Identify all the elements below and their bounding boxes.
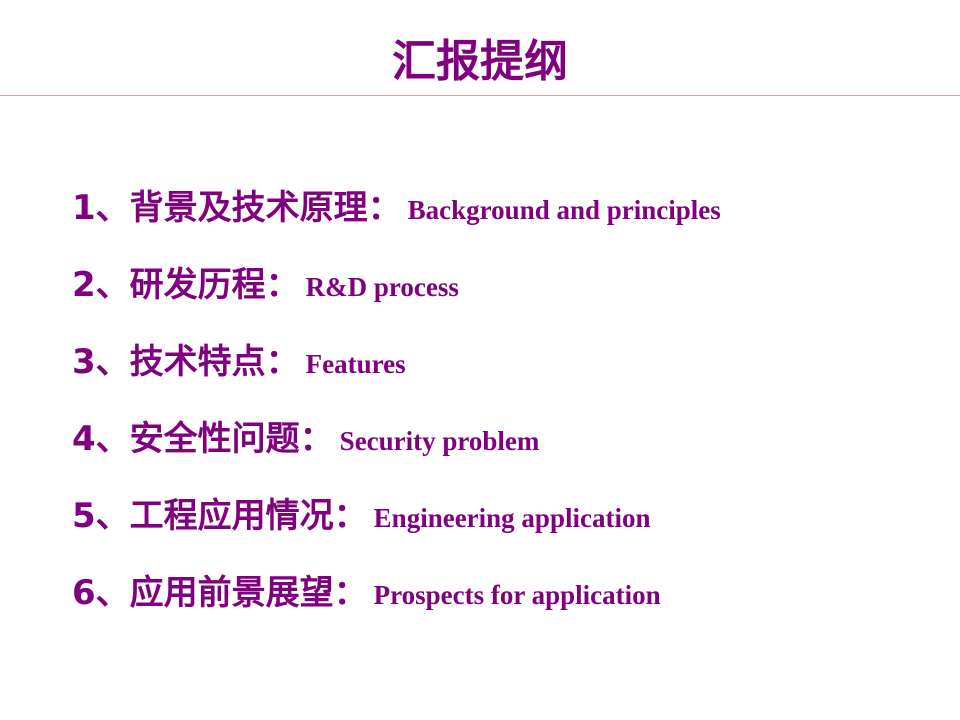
item-number: 5、 bbox=[72, 496, 130, 536]
item-number: 1、 bbox=[72, 188, 130, 228]
outline-item: 2、 研发历程： R&D process bbox=[72, 257, 721, 334]
outline-item: 5、 工程应用情况： Engineering application bbox=[72, 488, 721, 565]
outline-item: 6、 应用前景展望： Prospects for application bbox=[72, 565, 721, 642]
item-english-label: Background and principles bbox=[407, 195, 721, 225]
item-chinese-label: 研发历程： bbox=[129, 265, 300, 305]
item-english-label: Features bbox=[305, 349, 406, 379]
item-english-label: Prospects for application bbox=[373, 580, 661, 610]
item-number: 4、 bbox=[72, 419, 130, 459]
item-chinese-label: 工程应用情况： bbox=[129, 496, 368, 536]
title-divider bbox=[0, 95, 960, 96]
slide-title: 汇报提纲 bbox=[392, 36, 568, 87]
item-number: 2、 bbox=[72, 265, 130, 305]
item-chinese-label: 安全性问题： bbox=[129, 419, 334, 459]
item-chinese-label: 技术特点： bbox=[129, 342, 300, 382]
item-english-label: Engineering application bbox=[373, 503, 651, 533]
outline-list: 1、 背景及技术原理： Background and principles 2、… bbox=[72, 180, 721, 642]
item-number: 3、 bbox=[72, 342, 130, 382]
item-number: 6、 bbox=[72, 573, 130, 613]
outline-item: 1、 背景及技术原理： Background and principles bbox=[72, 180, 721, 257]
item-chinese-label: 应用前景展望： bbox=[129, 573, 368, 613]
outline-item: 3、 技术特点： Features bbox=[72, 334, 721, 411]
outline-item: 4、 安全性问题： Security problem bbox=[72, 411, 721, 488]
item-chinese-label: 背景及技术原理： bbox=[129, 188, 402, 228]
item-english-label: Security problem bbox=[339, 426, 540, 456]
item-english-label: R&D process bbox=[305, 272, 459, 302]
